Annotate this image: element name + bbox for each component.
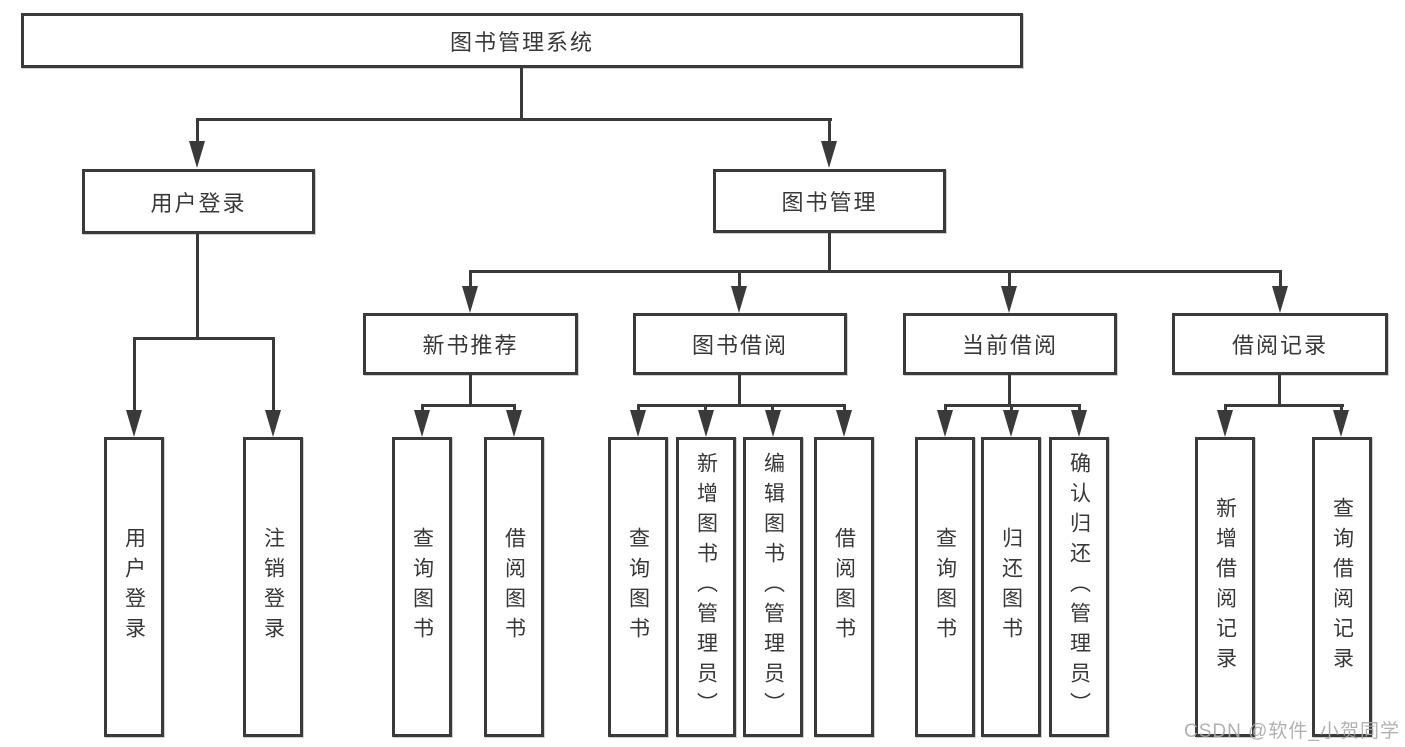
leaf-label: 查询图书: [933, 527, 957, 647]
node-label: 图书管理: [781, 190, 878, 215]
node-label: 当前借阅: [961, 333, 1058, 358]
arrowhead-down-icon: [731, 286, 747, 313]
node-label: 图书管理系统: [449, 29, 594, 55]
connector-line: [944, 404, 947, 414]
connector-line: [771, 404, 774, 414]
leaf-label: 确认归还（管理员）: [1067, 452, 1091, 722]
leaf-return-books: 归还图书: [981, 437, 1041, 737]
leaf-user-login: 用户登录: [104, 437, 164, 737]
connector-line: [1278, 375, 1281, 407]
connector-line: [1008, 375, 1011, 407]
arrowhead-down-icon: [189, 141, 205, 168]
leaf-label: 编辑图书（管理员）: [761, 452, 785, 722]
connector-line: [133, 337, 275, 340]
node-current-borrowing: 当前借阅: [903, 313, 1117, 375]
leaf-label: 新增借阅记录: [1213, 497, 1237, 677]
leaf-label: 注销登录: [261, 527, 285, 647]
connector-line: [1224, 404, 1227, 414]
leaf-query-books-borrowing: 查询图书: [608, 437, 668, 737]
connector-line: [828, 233, 831, 273]
connector-line: [469, 375, 472, 407]
arrowhead-down-icon: [630, 410, 646, 437]
connector-line: [1340, 404, 1343, 414]
connector-line: [196, 118, 832, 121]
connector-line: [738, 270, 741, 290]
arrowhead-down-icon: [765, 410, 781, 437]
connector-line: [1008, 270, 1011, 290]
arrowhead-down-icon: [821, 141, 837, 168]
connector-line: [196, 118, 199, 144]
arrowhead-down-icon: [1217, 410, 1233, 437]
leaf-label: 归还图书: [999, 527, 1023, 647]
connector-line: [520, 68, 523, 120]
arrowhead-down-icon: [126, 410, 142, 437]
connector-line: [469, 270, 1282, 273]
connector-line: [1078, 404, 1081, 414]
node-label: 用户登录: [150, 190, 247, 216]
arrowhead-down-icon: [1272, 286, 1288, 313]
node-borrowing-records: 借阅记录: [1172, 313, 1388, 375]
arrowhead-down-icon: [698, 410, 714, 437]
leaf-borrow-books-recommend: 借阅图书: [484, 437, 544, 737]
node-root-library-system: 图书管理系统: [21, 13, 1023, 68]
node-book-management: 图书管理: [713, 169, 946, 233]
csdn-watermark: CSDN @软件_小贺同学: [1184, 721, 1400, 742]
connector-line: [828, 118, 831, 144]
arrowhead-down-icon: [1001, 286, 1017, 313]
connector-line: [1279, 270, 1282, 290]
leaf-label: 查询图书: [626, 527, 650, 647]
node-user-login: 用户登录: [82, 169, 315, 234]
arrowhead-down-icon: [265, 410, 281, 437]
arrowhead-down-icon: [506, 410, 522, 437]
arrowhead-down-icon: [836, 410, 852, 437]
connector-line: [421, 404, 516, 407]
arrowhead-down-icon: [462, 286, 478, 313]
connector-line: [843, 404, 846, 414]
leaf-add-borrow-record: 新增借阅记录: [1195, 437, 1255, 737]
node-label: 图书借阅: [691, 333, 788, 358]
leaf-query-books-current: 查询图书: [915, 437, 975, 737]
leaf-label: 查询图书: [410, 527, 434, 647]
arrowhead-down-icon: [937, 410, 953, 437]
leaf-logout: 注销登录: [243, 437, 303, 737]
connector-line: [637, 404, 640, 414]
connector-line: [738, 375, 741, 407]
node-label: 借阅记录: [1231, 333, 1328, 358]
leaf-query-books-recommend: 查询图书: [392, 437, 452, 737]
connector-line: [704, 404, 707, 414]
leaf-label: 新增图书（管理员）: [694, 452, 718, 722]
connector-line: [1224, 404, 1344, 407]
leaf-add-books-admin: 新增图书（管理员）: [676, 437, 736, 737]
connector-line: [421, 404, 424, 414]
connector-line: [196, 234, 199, 340]
leaf-borrow-books-borrowing: 借阅图书: [814, 437, 874, 737]
leaf-label: 用户登录: [122, 527, 146, 647]
connector-line: [513, 404, 516, 414]
connector-line: [133, 337, 136, 413]
node-new-book-recommendation: 新书推荐: [363, 313, 578, 375]
leaf-edit-books-admin: 编辑图书（管理员）: [743, 437, 803, 737]
node-label: 新书推荐: [422, 333, 519, 358]
arrowhead-down-icon: [1003, 410, 1019, 437]
connector-line: [469, 270, 472, 290]
leaf-label: 查询借阅记录: [1330, 497, 1354, 677]
arrowhead-down-icon: [1071, 410, 1087, 437]
leaf-query-borrow-record: 查询借阅记录: [1312, 437, 1372, 737]
connector-line: [1010, 404, 1013, 414]
node-book-borrowing: 图书借阅: [633, 313, 847, 375]
arrowhead-down-icon: [1333, 410, 1349, 437]
leaf-label: 借阅图书: [502, 527, 526, 647]
arrowhead-down-icon: [414, 410, 430, 437]
leaf-label: 借阅图书: [832, 527, 856, 647]
leaf-confirm-return-admin: 确认归还（管理员）: [1049, 437, 1109, 737]
connector-line: [272, 337, 275, 413]
connector-line: [637, 404, 846, 407]
